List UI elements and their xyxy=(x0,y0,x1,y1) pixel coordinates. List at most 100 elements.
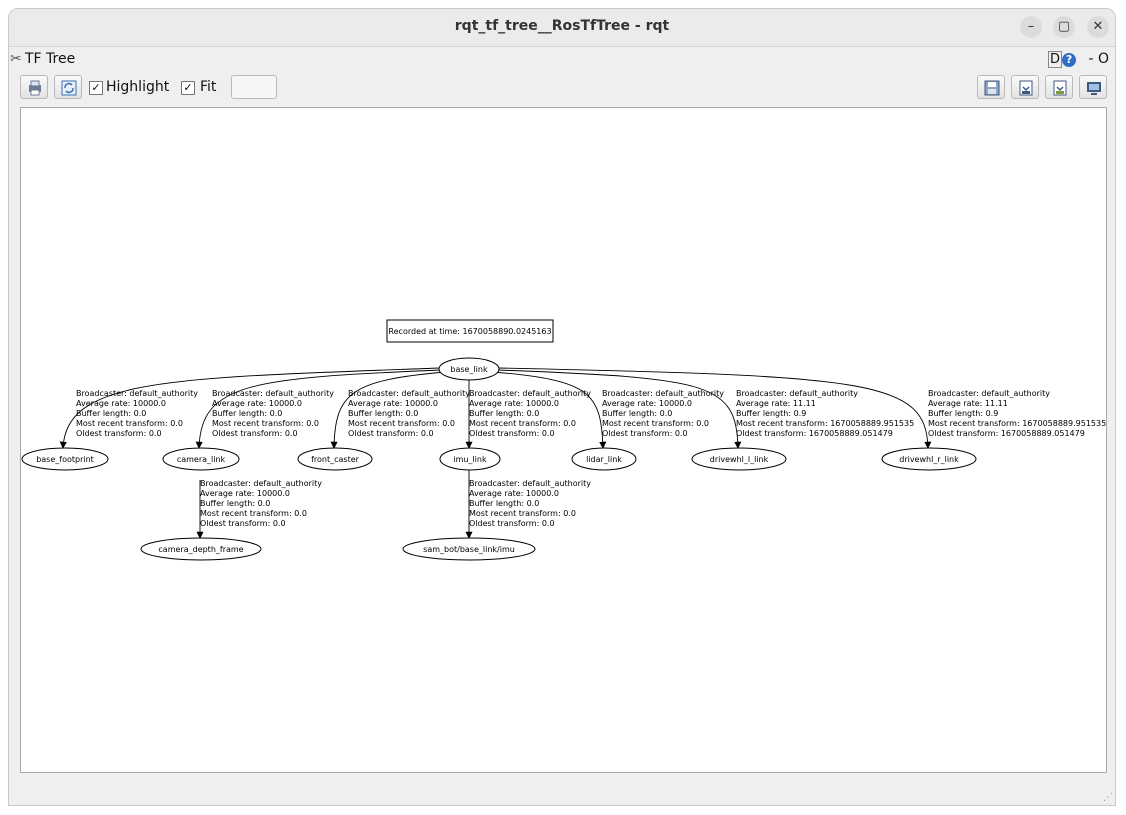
printer-icon xyxy=(29,80,41,96)
plugin-title: TF Tree xyxy=(25,51,76,67)
edge-label-sam-bot-imu: Most recent transform: 0.0 xyxy=(469,509,576,518)
tf-node-camera-depth-frame[interactable]: camera_depth_frame xyxy=(140,537,262,561)
node-ellipse xyxy=(881,447,977,471)
edge-label-drivewhl-l-link: Broadcaster: default_authority xyxy=(736,389,858,398)
node-ellipse xyxy=(691,447,787,471)
edge-label-drivewhl-r-link: Buffer length: 0.9 xyxy=(928,409,998,418)
edge-label-camera-link: Buffer length: 0.0 xyxy=(212,409,282,418)
edge-label-front-caster: Most recent transform: 0.0 xyxy=(348,419,455,428)
fit-checkbox[interactable]: ✓ xyxy=(181,81,195,95)
edge-lidar-link xyxy=(492,371,607,449)
load-graph-button[interactable] xyxy=(20,75,48,99)
save-screenshot-button[interactable] xyxy=(1079,75,1107,99)
export-image-icon xyxy=(1053,80,1067,96)
tf-node-imu-link[interactable]: imu_link xyxy=(439,447,501,471)
edge-label-camera-depth-frame: Broadcaster: default_authority xyxy=(200,479,322,488)
window-title: rqt_tf_tree__RosTfTree - rqt xyxy=(454,18,670,34)
tf-node-front-caster[interactable]: front_caster xyxy=(297,447,373,471)
plugin-header: ✂ TF Tree D? - O xyxy=(9,47,1115,73)
highlight-checkbox[interactable]: ✓ xyxy=(89,81,103,95)
toolbar: ✓ Highlight ✓ Fit xyxy=(9,75,1115,105)
fit-label: Fit xyxy=(200,79,217,95)
edge-label-sam-bot-imu: Oldest transform: 0.0 xyxy=(469,519,555,528)
edge-label-camera-depth-frame: Oldest transform: 0.0 xyxy=(200,519,286,528)
app-window: rqt_tf_tree__RosTfTree - rqt – ▢ ✕ ✂ TF … xyxy=(8,8,1116,806)
edge-label-camera-depth-frame: Average rate: 10000.0 xyxy=(200,489,290,498)
edge-label-base-footprint: Oldest transform: 0.0 xyxy=(76,429,162,438)
tf-node-sam-bot-imu[interactable]: sam_bot/base_link/imu xyxy=(402,537,536,561)
edge-label-lidar-link: Average rate: 10000.0 xyxy=(602,399,692,408)
edge-label-drivewhl-l-link: Most recent transform: 1670058889.951535 xyxy=(736,419,914,428)
resize-grip[interactable]: ⋰ xyxy=(1103,792,1113,803)
node-label: front_caster xyxy=(311,455,360,464)
minimize-button[interactable]: – xyxy=(1020,16,1042,38)
edge-label-sam-bot-imu: Broadcaster: default_authority xyxy=(469,479,591,488)
edge-label-front-caster: Buffer length: 0.0 xyxy=(348,409,418,418)
node-label: drivewhl_l_link xyxy=(710,455,769,464)
tf-node-base-footprint[interactable]: base_footprint xyxy=(21,447,109,471)
refresh-icon xyxy=(61,80,77,96)
edge-label-drivewhl-l-link: Average rate: 11.11 xyxy=(736,399,816,408)
node-ellipse xyxy=(21,447,109,471)
tf-node-drivewhl-l-link[interactable]: drivewhl_l_link xyxy=(691,447,787,471)
tf-node-camera-link[interactable]: camera_link xyxy=(162,447,240,471)
recorded-time-box xyxy=(386,319,554,343)
edge-label-drivewhl-r-link: Oldest transform: 1670058889.051479 xyxy=(928,429,1085,438)
node-ellipse xyxy=(571,447,637,471)
save-icon xyxy=(984,80,1000,96)
tf-node-lidar-link[interactable]: lidar_link xyxy=(571,447,637,471)
node-ellipse xyxy=(402,537,536,561)
recorded-time-label: Recorded at time: 1670058890.0245163 xyxy=(388,327,551,336)
maximize-button[interactable]: ▢ xyxy=(1053,16,1075,38)
edge-label-drivewhl-r-link: Most recent transform: 1670058889.951535 xyxy=(928,419,1106,428)
save-svg-button[interactable] xyxy=(1011,75,1039,99)
edge-label-drivewhl-l-link: Oldest transform: 1670058889.051479 xyxy=(736,429,893,438)
close-plugin-button[interactable]: - O xyxy=(1088,51,1109,67)
edge-label-drivewhl-r-link: Average rate: 11.11 xyxy=(928,399,1008,408)
edge-label-camera-depth-frame: Most recent transform: 0.0 xyxy=(200,509,307,518)
edge-label-drivewhl-l-link: Buffer length: 0.9 xyxy=(736,409,806,418)
save-image-button[interactable] xyxy=(1045,75,1073,99)
tree-edges xyxy=(59,367,932,539)
node-ellipse xyxy=(140,537,262,561)
node-label: camera_depth_frame xyxy=(158,545,243,554)
help-icon[interactable]: ? xyxy=(1062,53,1077,67)
edge-label-imu-link: Broadcaster: default_authority xyxy=(469,389,591,398)
node-ellipse xyxy=(438,357,500,381)
empty-combo-box[interactable] xyxy=(231,75,277,99)
edge-drivewhl-l xyxy=(497,369,742,449)
edge-base-footprint xyxy=(59,367,441,449)
edge-label-camera-depth-frame: Buffer length: 0.0 xyxy=(200,499,270,508)
edge-label-camera-link: Broadcaster: default_authority xyxy=(212,389,334,398)
close-button[interactable]: ✕ xyxy=(1087,16,1109,38)
edge-label-base-footprint: Most recent transform: 0.0 xyxy=(76,419,183,428)
tf-node-drivewhl-r-link[interactable]: drivewhl_r_link xyxy=(881,447,977,471)
node-ellipse xyxy=(297,447,373,471)
edge-label-imu-link: Oldest transform: 0.0 xyxy=(469,429,555,438)
edge-label-imu-link: Average rate: 10000.0 xyxy=(469,399,559,408)
title-bar[interactable]: rqt_tf_tree__RosTfTree - rqt – ▢ ✕ xyxy=(9,9,1115,47)
dock-toggle-button[interactable]: D xyxy=(1048,51,1063,68)
edge-label-lidar-link: Oldest transform: 0.0 xyxy=(602,429,688,438)
edge-label-sam-bot-imu: Average rate: 10000.0 xyxy=(469,489,559,498)
node-label: base_link xyxy=(450,365,488,374)
edge-label-sam-bot-imu: Buffer length: 0.0 xyxy=(469,499,539,508)
node-label: camera_link xyxy=(177,455,226,464)
refresh-button[interactable] xyxy=(54,75,82,99)
edge-label-lidar-link: Broadcaster: default_authority xyxy=(602,389,724,398)
tf-node-root[interactable]: base_link xyxy=(438,357,500,381)
edge-label-lidar-link: Buffer length: 0.0 xyxy=(602,409,672,418)
edge-label-imu-link: Buffer length: 0.0 xyxy=(469,409,539,418)
tree-nodes: base_link base_footprint camera_link front_… xyxy=(21,357,977,561)
node-ellipse xyxy=(162,447,240,471)
edge-label-camera-link: Most recent transform: 0.0 xyxy=(212,419,319,428)
graph-canvas[interactable]: Recorded at time: 1670058890.0245163 Bro… xyxy=(20,107,1107,773)
highlight-label: Highlight xyxy=(106,79,170,95)
edge-label-front-caster: Oldest transform: 0.0 xyxy=(348,429,434,438)
node-label: drivewhl_r_link xyxy=(899,455,959,464)
node-label: base_footprint xyxy=(36,455,94,464)
edge-label-lidar-link: Most recent transform: 0.0 xyxy=(602,419,709,428)
save-dot-button[interactable] xyxy=(977,75,1005,99)
edge-label-drivewhl-r-link: Broadcaster: default_authority xyxy=(928,389,1050,398)
